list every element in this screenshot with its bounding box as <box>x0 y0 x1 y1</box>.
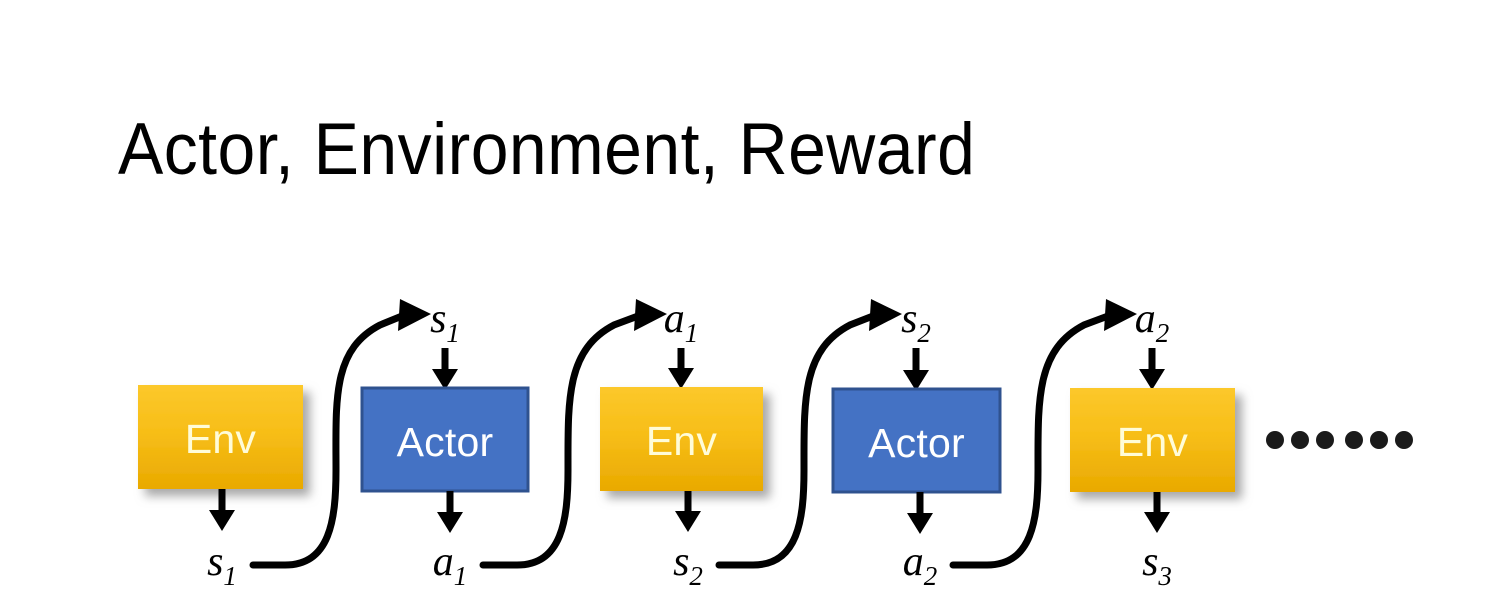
node-env-3-label: Env <box>1117 419 1189 465</box>
top-label-group: s1 a1 s2 a2 <box>430 296 1169 348</box>
ellipsis-dot <box>1370 431 1388 449</box>
bottom-label-s2: s2 <box>673 539 703 591</box>
down-arrow-s1-to-actor1 <box>432 348 458 390</box>
ellipsis-dot <box>1266 431 1284 449</box>
node-env-2-label: Env <box>646 418 718 464</box>
bottom-label-s1: s1 <box>207 539 237 591</box>
connector-a2-to-env3 <box>949 299 1137 569</box>
node-env-2[interactable]: Env <box>600 387 763 491</box>
bottom-label-s3: s3 <box>1142 539 1172 591</box>
arrow-head-icon <box>634 299 667 331</box>
node-group: Env Actor Env Actor Env <box>138 385 1235 494</box>
page-title: Actor, Environment, Reward <box>118 109 976 190</box>
node-env-1-label: Env <box>185 416 257 462</box>
top-label-s1: s1 <box>430 296 460 348</box>
ellipsis-dot <box>1291 431 1309 449</box>
bottom-label-a1: a1 <box>433 539 468 591</box>
top-label-a2: a2 <box>1135 296 1170 348</box>
connector-group <box>249 299 1137 569</box>
down-arrow-actor1-to-a1 <box>437 491 463 533</box>
node-actor-1-label: Actor <box>397 419 494 465</box>
ellipsis-dot <box>1345 431 1363 449</box>
arrow-head-icon <box>869 299 902 331</box>
down-arrow-out-of-box-group <box>209 489 1170 534</box>
down-arrow-a2-to-env3 <box>1139 348 1165 390</box>
connector-s2-to-actor2 <box>715 299 902 569</box>
down-arrow-env1-to-s1 <box>209 489 235 531</box>
bottom-label-group: s1 a1 s2 a2 s3 <box>207 539 1172 591</box>
down-arrow-env3-to-s3 <box>1144 492 1170 533</box>
bottom-label-a2: a2 <box>903 539 938 591</box>
down-arrow-into-box-group <box>432 348 1165 391</box>
node-actor-2-label: Actor <box>868 420 965 466</box>
ellipsis-continuation <box>1266 431 1413 449</box>
node-actor-1[interactable]: Actor <box>360 386 530 493</box>
connector-s1-to-actor1 <box>249 299 431 569</box>
arrow-head-icon <box>398 299 431 331</box>
connector-a1-to-env2 <box>479 299 667 569</box>
node-actor-2[interactable]: Actor <box>831 387 1002 494</box>
top-label-s2: s2 <box>901 296 931 348</box>
ellipsis-dot <box>1316 431 1334 449</box>
arrow-head-icon <box>1104 299 1137 331</box>
down-arrow-a1-to-env2 <box>668 348 694 389</box>
node-env-1[interactable]: Env <box>138 385 303 489</box>
node-env-3[interactable]: Env <box>1070 388 1235 492</box>
top-label-a1: a1 <box>664 296 699 348</box>
ellipsis-dot <box>1395 431 1413 449</box>
down-arrow-s2-to-actor2 <box>903 348 929 391</box>
down-arrow-actor2-to-a2 <box>907 492 933 534</box>
down-arrow-env2-to-s2 <box>675 491 701 532</box>
